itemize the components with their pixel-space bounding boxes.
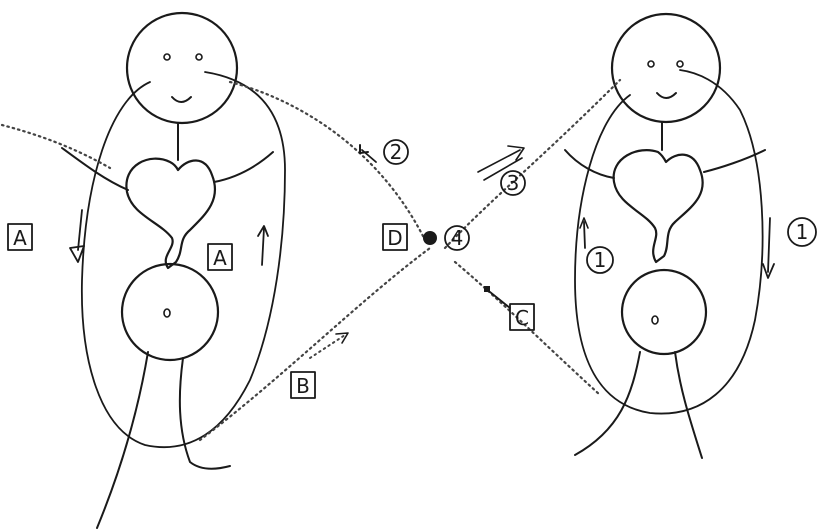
right-leg-left bbox=[575, 352, 640, 455]
arrow-a-right-shaft bbox=[262, 228, 264, 265]
right-eye-left bbox=[648, 61, 654, 67]
arrow-1-left-shaft bbox=[584, 222, 585, 248]
arrow-c-shaft bbox=[490, 292, 510, 308]
circled-2: 2 bbox=[384, 140, 408, 164]
box-label-a-right: A bbox=[208, 244, 232, 270]
left-mouth bbox=[172, 97, 191, 102]
arrow-3-shaft-a bbox=[478, 150, 520, 172]
circled-4-text: 4 bbox=[451, 226, 464, 250]
box-label-d: D bbox=[383, 224, 407, 250]
arrow-c-head bbox=[484, 286, 490, 292]
dotted-path-b bbox=[200, 248, 430, 440]
left-arm-right bbox=[214, 152, 273, 182]
arrow-2-head bbox=[360, 145, 368, 153]
right-navel bbox=[652, 316, 658, 324]
left-body-loop bbox=[82, 72, 285, 447]
box-b-text: B bbox=[296, 374, 310, 398]
box-d-text: D bbox=[387, 226, 402, 250]
left-eye-left bbox=[164, 54, 170, 60]
left-head bbox=[127, 13, 237, 123]
junction-dot bbox=[423, 231, 437, 245]
circled-2-text: 2 bbox=[390, 140, 403, 164]
right-head bbox=[612, 14, 720, 122]
arrow-b-shaft bbox=[310, 335, 345, 358]
circled-1-left: 1 bbox=[587, 247, 613, 273]
arrow-a-left-shaft bbox=[78, 210, 82, 250]
box-label-b: B bbox=[291, 372, 315, 398]
box-c-text: C bbox=[515, 306, 529, 330]
dotted-left-arm-ext bbox=[2, 125, 110, 168]
circled-3: 3 bbox=[501, 171, 525, 195]
left-navel bbox=[164, 309, 170, 317]
arrows bbox=[70, 145, 774, 358]
box-label-c: C bbox=[510, 304, 534, 330]
left-leg-right bbox=[180, 358, 230, 469]
circled-3-text: 3 bbox=[507, 171, 520, 195]
left-arm-left bbox=[62, 148, 128, 190]
left-eye-right bbox=[196, 54, 202, 60]
right-eye-right bbox=[677, 61, 683, 67]
right-heart bbox=[614, 150, 703, 262]
box-label-a-left: A bbox=[8, 224, 32, 250]
circled-1-left-text: 1 bbox=[594, 248, 607, 272]
arrow-1-right-shaft bbox=[768, 218, 770, 272]
arrow-a-left-head bbox=[70, 246, 84, 262]
left-leg-left bbox=[97, 352, 148, 528]
circled-1-right-text: 1 bbox=[796, 220, 809, 244]
box-a-left-text: A bbox=[13, 226, 27, 250]
right-belly bbox=[622, 270, 706, 354]
right-mouth bbox=[657, 93, 676, 98]
left-heart bbox=[126, 159, 215, 268]
arrow-b-head bbox=[336, 333, 348, 343]
left-figure bbox=[62, 13, 285, 528]
right-figure bbox=[565, 14, 765, 458]
dotted-path-3 bbox=[445, 80, 620, 248]
box-a-right-text: A bbox=[213, 246, 227, 270]
circled-1-right: 1 bbox=[788, 218, 816, 246]
